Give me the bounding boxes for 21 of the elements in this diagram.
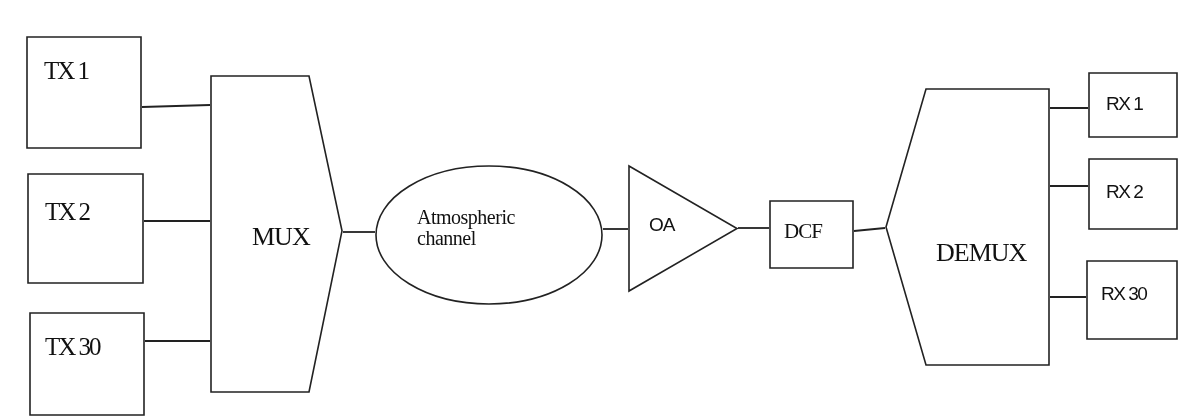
- node-label: RX 30: [1101, 284, 1147, 304]
- node-label: DCF: [784, 220, 822, 243]
- node-label: MUX: [252, 223, 310, 251]
- node-label: DEMUX: [936, 239, 1027, 267]
- node-label: TX 30: [45, 334, 100, 361]
- connector-line: [143, 220, 211, 222]
- node-label: OA: [649, 215, 675, 235]
- node-label: RX 2: [1106, 182, 1143, 202]
- node-label: RX 1: [1106, 94, 1143, 114]
- node-label: TX 2: [45, 199, 90, 226]
- connector-line: [141, 104, 211, 108]
- connector-line: [737, 227, 770, 229]
- connector-line: [602, 228, 629, 230]
- connector-line: [1049, 296, 1087, 298]
- node-label: Atmospheric channel: [417, 207, 516, 249]
- connector-line: [342, 231, 376, 233]
- connector-line: [1049, 185, 1089, 187]
- connector-line: [853, 227, 886, 232]
- connector-line: [144, 340, 211, 342]
- node-label: TX 1: [44, 58, 89, 85]
- connector-line: [1049, 107, 1089, 109]
